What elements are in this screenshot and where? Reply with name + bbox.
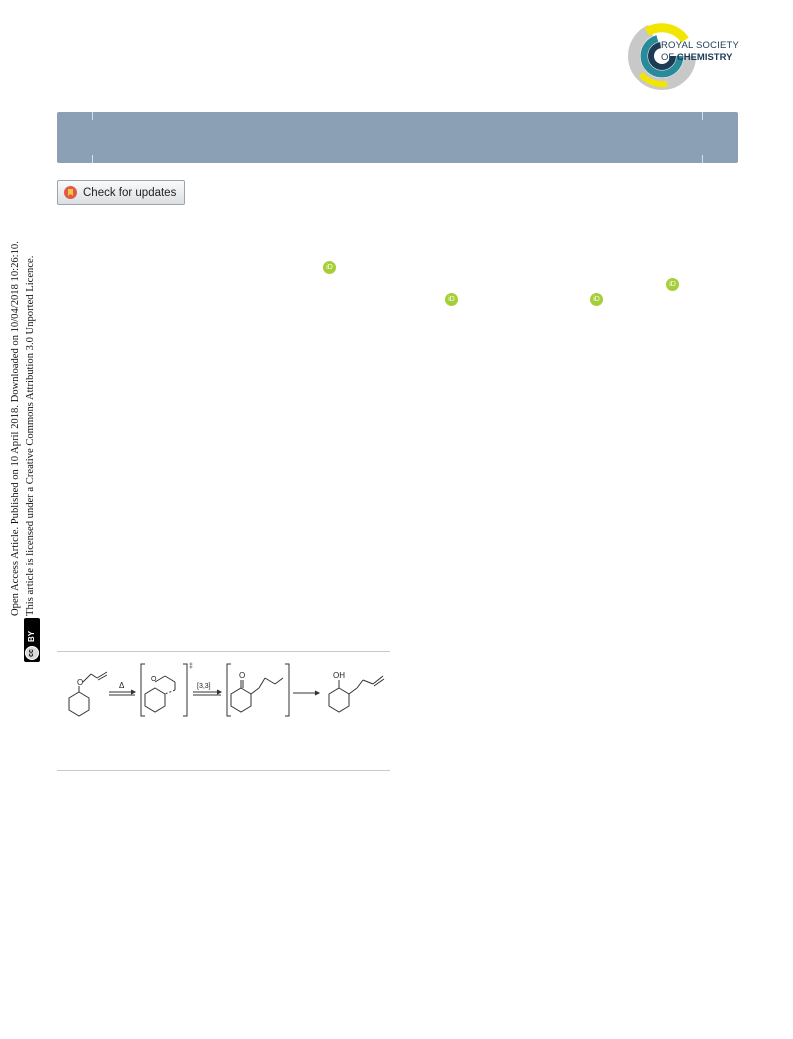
scheme-bottom-rule	[57, 770, 390, 771]
bookmark-badge-icon	[64, 186, 77, 199]
carbonyl-oxygen-label: O	[239, 671, 245, 680]
dienone-intermediate-structure	[226, 663, 290, 717]
heat-label: Δ	[119, 681, 125, 690]
logo-line1: ROYAL SOCIETY	[661, 40, 740, 51]
article-type-banner	[57, 112, 738, 163]
rsc-logo-text: ROYAL SOCIETY OF CHEMISTRY	[661, 41, 739, 62]
orcid-icon[interactable]: iD	[666, 278, 679, 291]
orcid-icon[interactable]: iD	[323, 261, 336, 274]
cc-by-badge[interactable]: cc BY	[24, 618, 40, 662]
double-dagger-label: ‡	[189, 663, 193, 670]
check-for-updates-label: Check for updates	[83, 186, 177, 199]
scheme-top-rule	[57, 651, 390, 652]
transition-state-structure	[140, 663, 188, 717]
license-sidebar: cc BY Open Access Article. Published on …	[8, 196, 42, 662]
ts-oxygen-label: O	[151, 676, 157, 683]
hydroxyl-label: OH	[333, 671, 345, 680]
banner-tick	[92, 155, 93, 163]
license-line-licence[interactable]: This article is licensed under a Creativ…	[25, 255, 36, 616]
logo-line2: OF CHEMISTRY	[661, 51, 739, 63]
cc-icon: cc	[25, 646, 39, 660]
rearrangement-label: [3,3]	[197, 683, 211, 690]
claisen-rearrangement-scheme: O Δ O ‡ [3,3] O OH	[68, 663, 385, 717]
banner-tick	[702, 112, 703, 120]
orcid-icon[interactable]: iD	[445, 293, 458, 306]
rsc-logo-mark-icon	[628, 22, 696, 90]
allyl-phenyl-ether-structure	[68, 671, 108, 717]
by-label: BY	[27, 630, 36, 642]
oxygen-label: O	[77, 678, 83, 687]
rsc-logo: ROYAL SOCIETY OF CHEMISTRY	[627, 18, 745, 94]
logo-line2-main: CHEMISTRY	[676, 51, 733, 63]
banner-tick	[92, 112, 93, 120]
license-line-published: Open Access Article. Published on 10 Apr…	[10, 241, 21, 616]
logo-line2-prefix: OF	[661, 51, 677, 63]
banner-tick	[702, 155, 703, 163]
check-for-updates-button[interactable]: Check for updates	[57, 180, 185, 205]
2-allylphenol-structure	[328, 675, 385, 713]
orcid-icon[interactable]: iD	[590, 293, 603, 306]
